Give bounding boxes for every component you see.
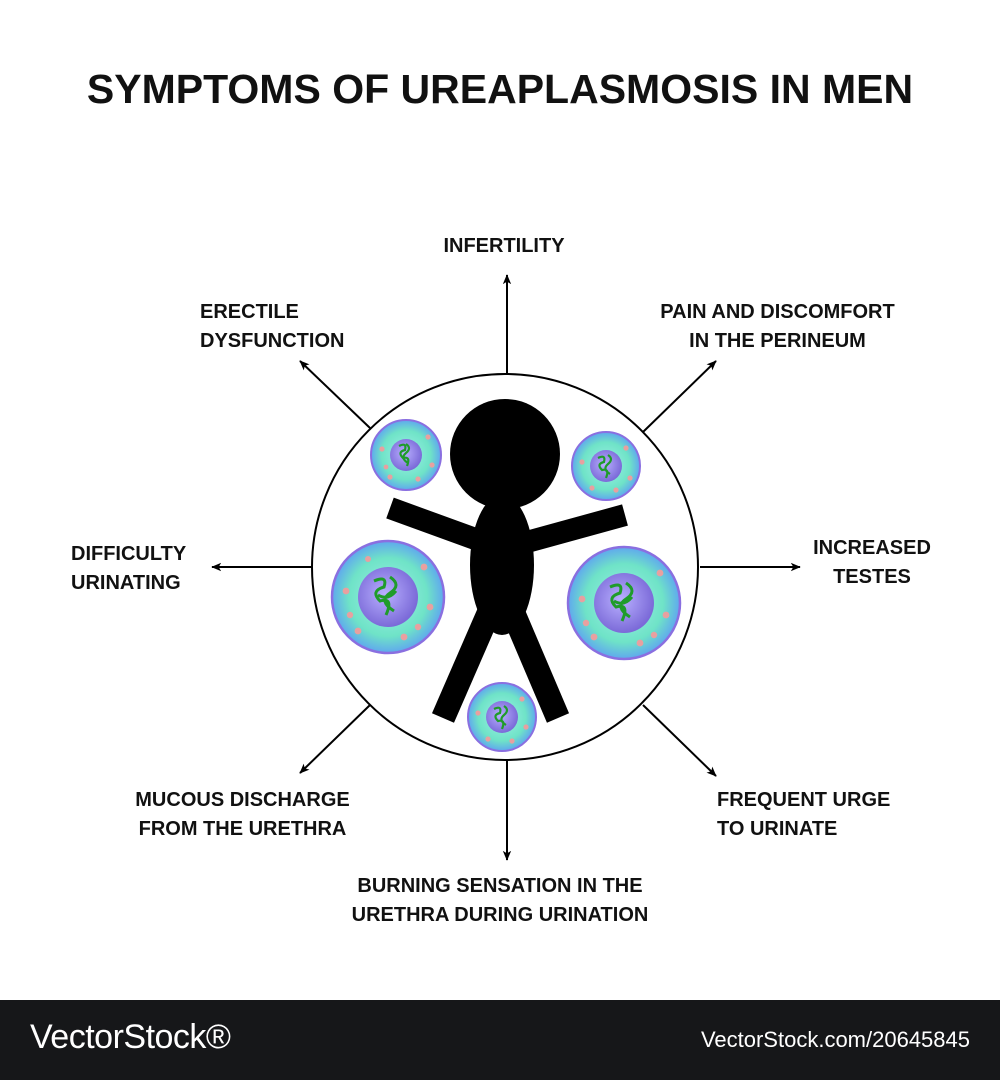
- symptom-increased-testes: INCREASED TESTES: [813, 537, 931, 588]
- arrow-bottom-right: [642, 704, 717, 777]
- symptom-mucous-discharge: MUCOUS DISCHARGE FROM THE URETHRA: [135, 789, 350, 840]
- arrow-top-right: [642, 360, 717, 433]
- symptom-pain-perineum: PAIN AND DISCOMFORT IN THE PERINEUM: [660, 301, 895, 352]
- bacterium-cell-icon: [571, 431, 641, 501]
- page-title: SYMPTOMS OF UREAPLASMOSIS IN MEN: [86, 66, 914, 112]
- brand-logo[interactable]: VectorStock®: [30, 1018, 231, 1056]
- bacterium-cell-icon: [330, 539, 446, 655]
- human-silhouette-icon: [386, 399, 628, 723]
- symptom-burning-sensation: BURNING SENSATION IN THE URETHRA DURING …: [351, 875, 649, 926]
- arrow-bottom-left: [299, 704, 371, 774]
- symptom-frequent-urge: FREQUENT URGE TO URINATE: [717, 789, 891, 840]
- symptom-erectile-dysfunction: ERECTILE DYSFUNCTION: [200, 301, 345, 352]
- bacterium-cell-icon: [566, 545, 682, 661]
- arrow-top-left: [299, 360, 371, 429]
- image-id: VectorStock.com/20645845: [700, 1027, 970, 1052]
- diagram: [211, 274, 801, 861]
- symptom-difficulty-urinating: DIFFICULTY URINATING: [71, 543, 187, 594]
- footer-bar: VectorStock® VectorStock.com/20645845: [0, 1000, 1000, 1080]
- bacterium-cell-icon: [467, 682, 537, 752]
- bacterium-cell-icon: [370, 419, 442, 491]
- symptom-infertility: INFERTILITY: [443, 235, 565, 257]
